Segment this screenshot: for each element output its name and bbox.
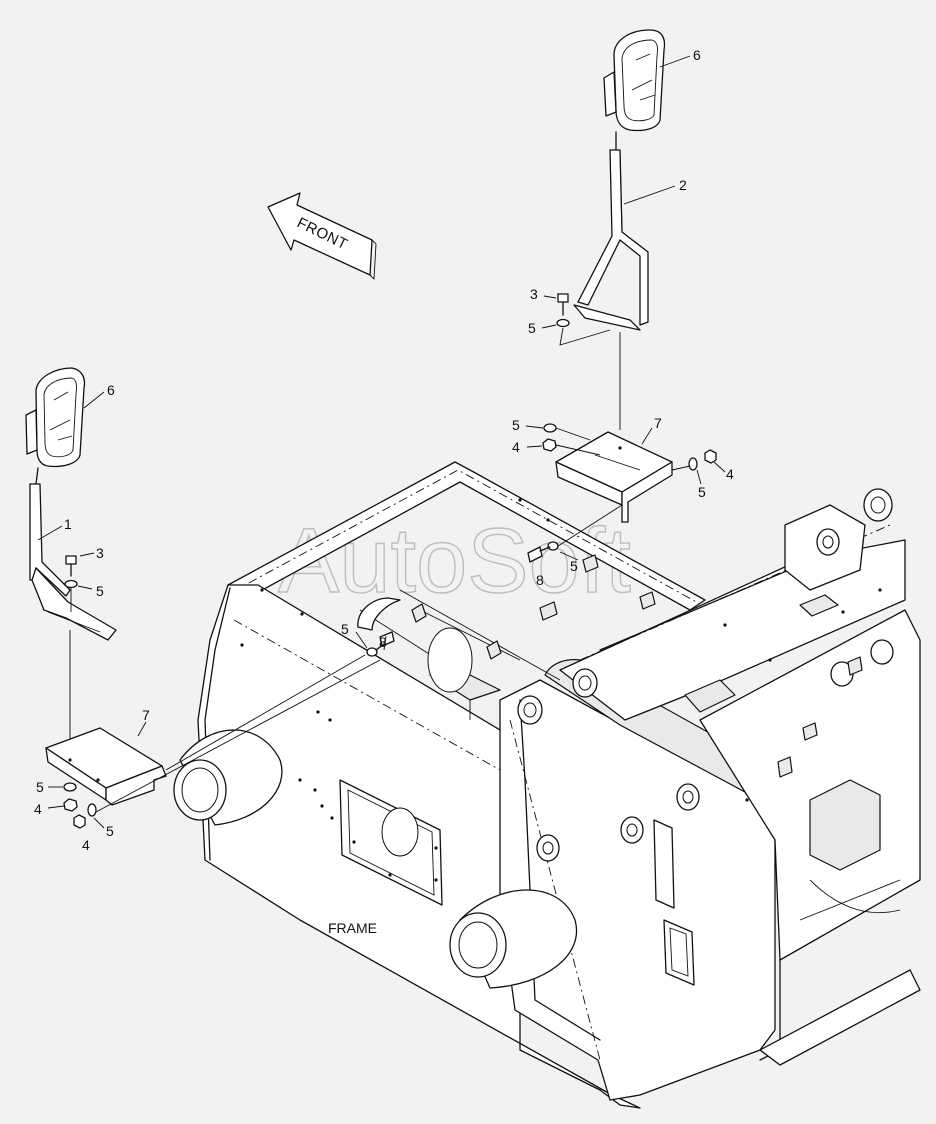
bolt-right-top [557,293,569,316]
front-arrow: FRONT [267,192,377,281]
callout-bracket-left: 7 [142,707,150,723]
callout-nut-left-bottom: 4 [34,801,42,817]
callout-washer-right-side: 5 [698,484,706,500]
nut-right-left [542,438,557,452]
nut-left-side [73,814,86,829]
callout-washer-left-side: 5 [106,823,114,839]
callout-mirror-right: 6 [693,47,701,63]
washer-right-top [556,318,570,328]
bolt-left-frame [375,631,395,651]
washer-left-top [64,579,78,589]
callout-washer-left-frame: 5 [341,621,349,637]
washer-left-side [87,803,97,817]
rivet-dots [240,498,882,882]
callout-stay-right: 2 [679,177,687,193]
stay-left [29,483,117,641]
bracket-left [45,727,167,806]
right-mirror-assembly [527,29,717,563]
callout-bracket-right: 7 [654,415,662,431]
mirror-right [603,29,666,151]
callout-bolt-left-frame: 8 [379,634,387,650]
bolt-right-frame [527,546,551,563]
callout-bolt-left-top: 3 [96,545,104,561]
callout-nut-right-side: 4 [726,466,734,482]
nut-right-side [704,449,717,464]
nut-left-bottom [63,798,78,812]
callout-numbers: 6 2 3 5 7 5 4 5 4 5 8 6 1 3 5 5 8 7 5 4 … [34,47,734,853]
callout-washer-left-bottom: 5 [36,779,44,795]
watermark: AutoSoft [278,510,631,612]
washer-left-frame [366,647,378,657]
washer-left-bottom [63,782,77,792]
stay-right [573,149,649,331]
machine-frame: FRAME [173,461,921,1109]
bracket-right [555,431,673,523]
callout-nut-right-left: 4 [512,439,520,455]
mirror-left [25,367,86,485]
callout-mirror-left: 6 [107,382,115,398]
callout-bolt-right-frame: 8 [536,572,544,588]
callout-stay-left: 1 [64,516,72,532]
washer-right-frame [547,541,559,551]
washer-right-left [543,423,557,433]
callout-washer-right-left: 5 [512,417,520,433]
left-mirror-assembly [25,367,395,829]
washer-right-side [688,457,698,471]
callout-nut-left-side: 4 [82,837,90,853]
callout-washer-right-frame: 5 [570,558,578,574]
frame-label: FRAME [328,920,377,936]
callout-leaders [37,55,726,829]
callout-washer-left-top: 5 [96,583,104,599]
callout-washer-right-top: 5 [528,320,536,336]
callout-bolt-right-top: 3 [530,286,538,302]
bolt-left-top [65,555,77,577]
